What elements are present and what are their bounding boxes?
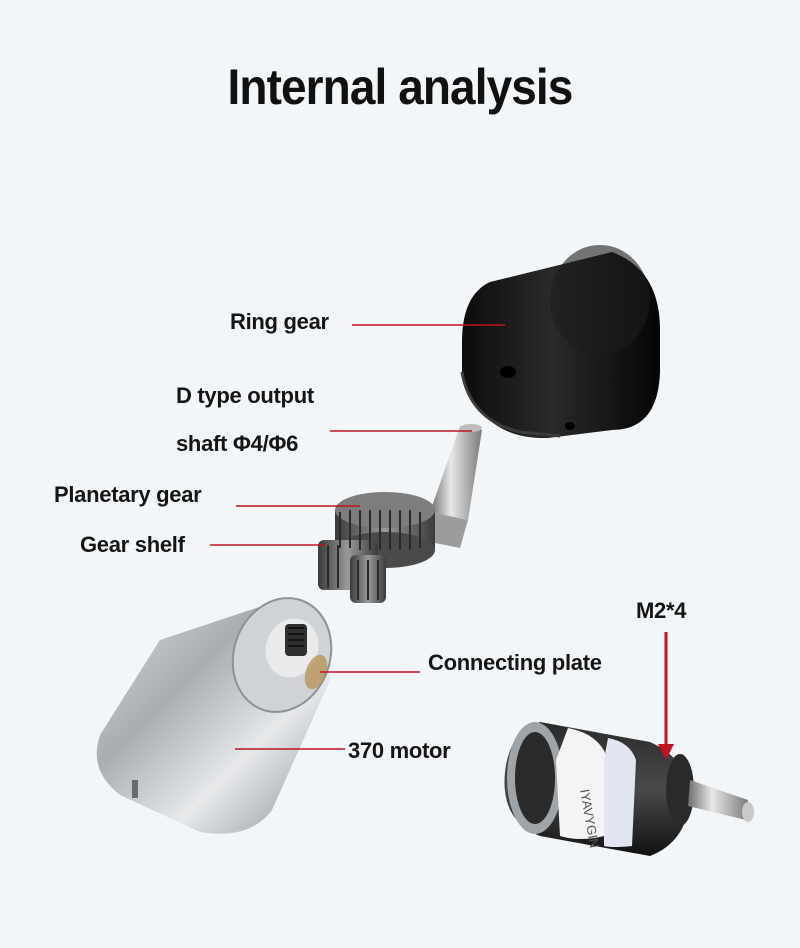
motor-370-label: 370 motor xyxy=(348,738,451,763)
output-shaft-label-line2: shaft Φ4/Φ6 xyxy=(176,431,299,456)
output-shaft-label-line1: D type output xyxy=(176,383,314,408)
gear-shelf-label: Gear shelf xyxy=(80,532,185,557)
ring-gear-part xyxy=(460,245,660,439)
connecting-plate-label: Connecting plate xyxy=(428,650,602,675)
ring-gear-label: Ring gear xyxy=(230,309,329,334)
assembled-gearmotor-part: IYAVYGIN xyxy=(504,722,754,856)
motor-370-part xyxy=(96,597,333,834)
page-title: Internal analysis xyxy=(227,59,574,115)
leader-lines xyxy=(210,324,668,752)
planetary-gear-part xyxy=(318,492,435,603)
m2x4-arrowhead xyxy=(658,744,674,760)
planetary-gear-label: Planetary gear xyxy=(54,482,202,507)
m2x4-label: M2*4 xyxy=(636,598,687,623)
